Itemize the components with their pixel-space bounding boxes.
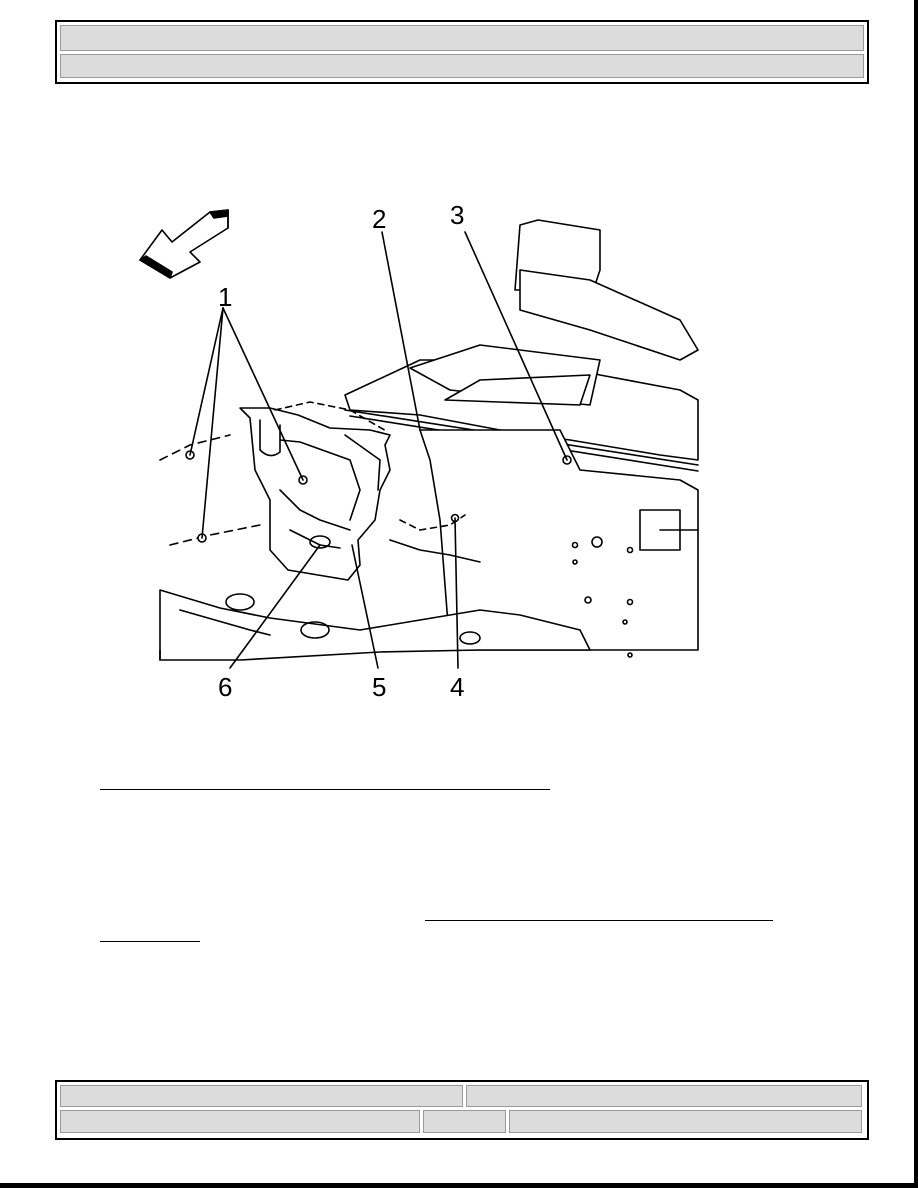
footer-cell-b [466,1085,862,1107]
front-direction-arrow-icon [139,209,229,279]
callout-1: 1 [218,282,233,312]
hyperlink-underline-2[interactable] [425,920,773,921]
callout-6: 6 [218,672,233,702]
hyperlink-underline-3[interactable] [100,941,200,942]
footer-cell-e [509,1110,862,1133]
component-illustration: 1 2 3 4 5 6 [120,190,720,700]
callout-3: 3 [450,200,465,230]
footer-cell-d [423,1110,506,1133]
callout-5: 5 [372,672,387,702]
header-table [55,20,869,84]
callout-4: 4 [450,672,465,702]
header-subtitle-cell [60,54,864,78]
footer-cell-a [60,1085,463,1107]
illustration-drawing [139,209,699,669]
callout-2: 2 [372,204,387,234]
header-title-cell [60,25,864,51]
hyperlink-underline-1[interactable] [100,789,550,790]
footer-cell-c [60,1110,420,1133]
footer-table [55,1080,869,1140]
